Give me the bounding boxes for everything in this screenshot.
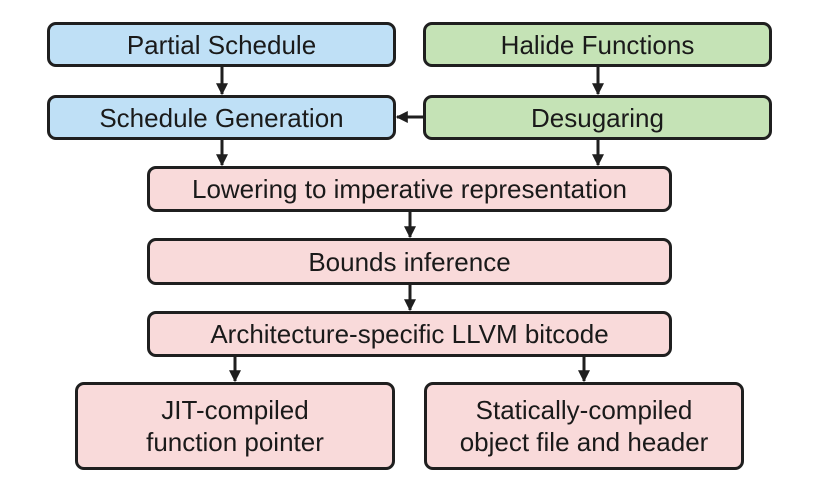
llvm-bitcode-node: Architecture-specific LLVM bitcode	[147, 311, 672, 357]
bounds-inference-label: Bounds inference	[308, 246, 511, 277]
partial-schedule-node: Partial Schedule	[47, 22, 396, 67]
lowering-label: Lowering to imperative representation	[191, 174, 628, 204]
jit-compiled-line2: function pointer	[146, 427, 324, 457]
statically-compiled-node: Statically-compiled object file and head…	[424, 382, 744, 470]
halide-functions-label: Halide Functions	[500, 29, 695, 60]
schedule-generation-node: Schedule Generation	[47, 95, 396, 140]
jit-compiled-node: JIT-compiled function pointer	[75, 382, 395, 470]
jit-compiled-line1: JIT-compiled	[161, 395, 309, 425]
llvm-bitcode-label: Architecture-specific LLVM bitcode	[210, 319, 609, 349]
halide-functions-node: Halide Functions	[423, 22, 772, 67]
statically-compiled-line2: object file and header	[459, 427, 709, 457]
lowering-node: Lowering to imperative representation	[147, 166, 672, 212]
schedule-generation-label: Schedule Generation	[99, 102, 344, 133]
bounds-inference-node: Bounds inference	[147, 238, 672, 285]
desugaring-label: Desugaring	[531, 102, 664, 133]
statically-compiled-line1: Statically-compiled	[475, 395, 693, 425]
desugaring-node: Desugaring	[423, 95, 772, 140]
partial-schedule-label: Partial Schedule	[126, 29, 317, 60]
